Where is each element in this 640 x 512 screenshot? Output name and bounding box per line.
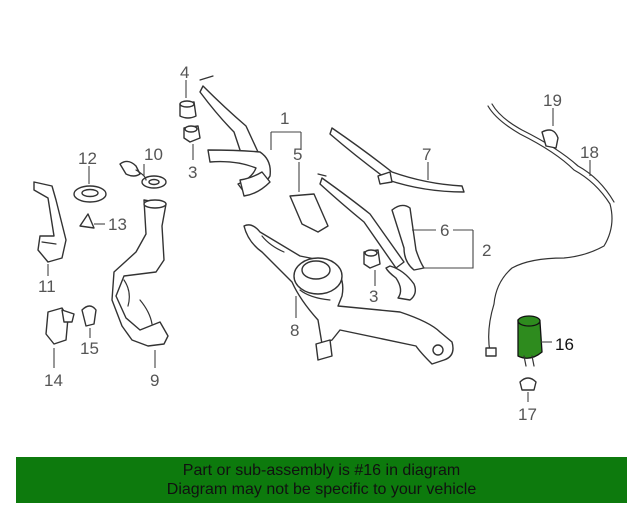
callout-3-lower: 3 <box>369 287 378 306</box>
info-banner: Part or sub-assembly is #16 in diagram D… <box>16 457 627 503</box>
part-8-motor-linkage[interactable] <box>243 224 454 365</box>
callout-11: 11 <box>38 277 56 296</box>
callouts: 1 2 3 3 4 5 6 7 8 9 10 11 12 13 14 15 16… <box>38 63 599 424</box>
part-16-washer-pump[interactable] <box>517 315 543 367</box>
callout-2: 2 <box>482 241 491 260</box>
part-5-cover[interactable] <box>289 193 329 233</box>
callout-14: 14 <box>44 371 63 390</box>
part-15-plug[interactable] <box>81 305 97 327</box>
leader-lines <box>47 80 591 402</box>
part-3-nut-upper[interactable] <box>183 125 201 143</box>
callout-5: 5 <box>293 145 302 164</box>
callout-18: 18 <box>580 143 599 162</box>
part-19-clip[interactable] <box>541 129 559 149</box>
part-11-bracket[interactable] <box>33 181 67 263</box>
callout-7: 7 <box>422 145 431 164</box>
part-12-grommet[interactable] <box>73 185 107 203</box>
part-3-nut-lower[interactable] <box>363 249 381 269</box>
callout-15: 15 <box>80 339 99 358</box>
callout-1: 1 <box>280 109 289 128</box>
part-4-cap[interactable] <box>179 100 197 119</box>
callout-4: 4 <box>180 63 189 82</box>
callout-19: 19 <box>543 91 562 110</box>
part-1-wiper-arm[interactable] <box>199 75 271 197</box>
part-10-cap[interactable] <box>119 160 167 189</box>
callout-9: 9 <box>150 371 159 390</box>
callout-8: 8 <box>290 321 299 340</box>
part-6-arm-cover[interactable] <box>391 204 425 271</box>
part-17-grommet[interactable] <box>519 377 537 391</box>
callout-6: 6 <box>440 221 449 240</box>
callout-3-upper: 3 <box>188 163 197 182</box>
callout-12: 12 <box>78 149 97 168</box>
banner-line-part: Part or sub-assembly is #16 in diagram <box>182 462 461 479</box>
callout-17: 17 <box>518 405 537 424</box>
callout-16: 16 <box>555 335 574 354</box>
part-9-reservoir[interactable] <box>111 199 169 347</box>
part-14-pump[interactable] <box>45 307 75 345</box>
callout-13: 13 <box>108 215 127 234</box>
part-2-wiper-arm[interactable] <box>317 173 417 301</box>
part-13-clip[interactable] <box>79 213 95 229</box>
banner-line-disclaimer: Diagram may not be specific to your vehi… <box>166 481 477 498</box>
callout-10: 10 <box>144 145 163 164</box>
parts-diagram: 1 2 3 3 4 5 6 7 8 9 10 11 12 13 14 15 16… <box>33 63 615 424</box>
part-7-wiper-blade[interactable] <box>329 127 465 193</box>
